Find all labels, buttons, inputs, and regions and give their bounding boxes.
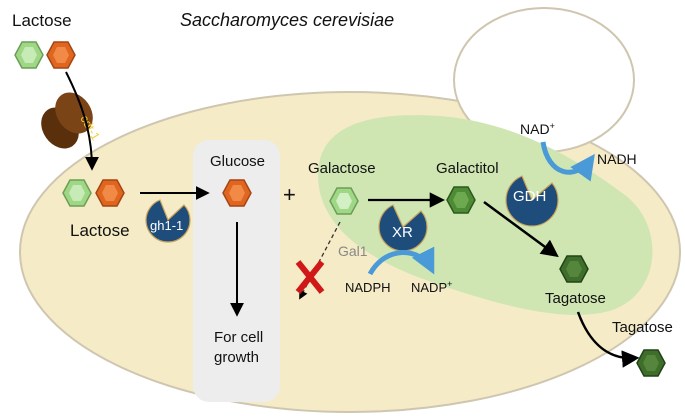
label-nadh: NADH [597, 151, 637, 167]
label-glucose: Glucose [210, 153, 265, 170]
galactitol-hexagon [446, 186, 476, 214]
arrow-uptake [65, 71, 99, 171]
gdh-enzyme: GDH [505, 175, 559, 227]
xr-label: XR [392, 224, 413, 241]
label-nadph: NADPH [345, 280, 391, 295]
gdh-label: GDH [513, 188, 546, 205]
glucose-hexagon [222, 179, 252, 207]
gal1-label: Gal1 [338, 243, 368, 259]
cofactor-arrow-nadph [367, 246, 435, 276]
cdt1-transporter: cdt-1 [41, 92, 103, 149]
gh1-enzyme: gh1-1 [145, 199, 191, 243]
label-galactitol: Galactitol [436, 160, 499, 177]
label-lactose-outside: Lactose [12, 11, 72, 30]
arrow-oxidation [483, 200, 559, 258]
lactose-inside-glucose-unit [62, 179, 92, 207]
cofactor-arrow-nad [540, 141, 595, 182]
blocked-x-icon [295, 260, 325, 294]
lactose-outside-glucose-unit [14, 41, 44, 69]
tagatose-outside-hexagon [636, 349, 666, 377]
label-tagatose-inside: Tagatose [545, 290, 606, 307]
arrow-export [576, 311, 640, 368]
label-nad: NAD+ [520, 121, 555, 137]
growth-line1: For cell [214, 329, 263, 346]
organism-title: Saccharomyces cerevisiae [180, 10, 394, 30]
lactose-inside-galactose-unit [95, 179, 125, 207]
gh1-label: gh1-1 [150, 218, 183, 233]
label-nadp: NADP+ [411, 279, 452, 295]
galactose-hexagon [329, 187, 359, 215]
label-galactose: Galactose [308, 160, 376, 177]
plus-sign: + [283, 182, 296, 207]
tagatose-inside-hexagon [559, 255, 589, 283]
label-tagatose-outside: Tagatose [612, 319, 673, 336]
xr-enzyme: XR [378, 204, 428, 252]
lactose-outside-galactose-unit [46, 41, 76, 69]
label-lactose-inside: Lactose [70, 221, 130, 240]
growth-line2: growth [214, 349, 259, 366]
